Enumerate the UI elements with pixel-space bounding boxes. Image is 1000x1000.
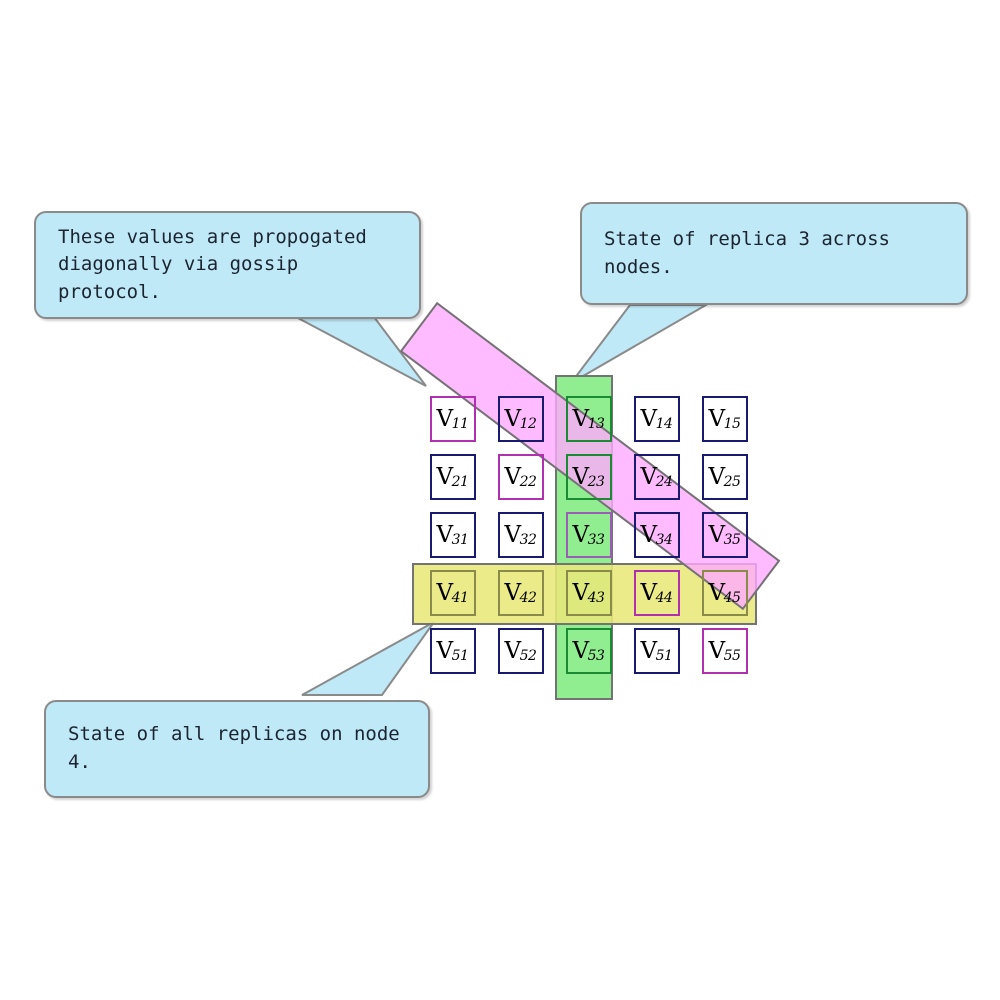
value-cell-subscript: 15: [723, 416, 741, 432]
value-cell-subscript: 31: [451, 532, 469, 548]
callout-node4-line1: State of all replicas on node 4.: [68, 723, 400, 773]
value-cell-label: V: [708, 579, 726, 606]
value-cell-subscript: 51: [655, 648, 673, 664]
value-cell-label: V: [572, 521, 590, 548]
value-cell-label: V: [708, 521, 726, 548]
value-cell-label: V: [640, 637, 658, 664]
callout-gossip-line2: diagonally via gossip protocol.: [58, 253, 299, 303]
value-cell-subscript: 45: [723, 590, 741, 606]
value-cell-subscript: 55: [723, 648, 741, 664]
value-cell-label: V: [572, 405, 590, 432]
value-cell-label: V: [708, 637, 726, 664]
value-cell-subscript: 33: [587, 532, 605, 548]
value-cell-subscript: 42: [519, 590, 537, 606]
callout-replica3-line1: State of replica 3 across nodes.: [604, 227, 890, 278]
value-cell-subscript: 35: [723, 532, 741, 548]
value-cell-label: V: [436, 521, 454, 548]
callout-replica3: State of replica 3 across nodes.: [580, 202, 968, 305]
value-cell-subscript: 25: [723, 474, 741, 490]
value-cell-subscript: 43: [587, 590, 605, 606]
value-cell-subscript: 32: [519, 532, 537, 548]
value-cell-label: V: [572, 637, 590, 664]
value-cell-subscript: 11: [451, 416, 469, 432]
value-cell-label: V: [504, 637, 522, 664]
value-cell-subscript: 53: [587, 648, 605, 664]
value-cell-subscript: 12: [519, 416, 537, 432]
value-cell-label: V: [572, 463, 590, 490]
value-cell-subscript: 34: [655, 532, 673, 548]
value-cell-label: V: [640, 463, 658, 490]
value-cell-label: V: [640, 521, 658, 548]
value-cell-subscript: 22: [519, 474, 537, 490]
value-cell-label: V: [640, 579, 658, 606]
value-cell-label: V: [436, 405, 454, 432]
value-cell-subscript: 44: [655, 590, 673, 606]
value-cell-label: V: [504, 579, 522, 606]
value-cell-subscript: 13: [587, 416, 605, 432]
value-cell-subscript: 14: [655, 416, 673, 432]
value-cell-subscript: 21: [451, 474, 469, 490]
value-cell-label: V: [708, 405, 726, 432]
value-cell-subscript: 52: [519, 648, 537, 664]
value-cell-label: V: [436, 637, 454, 664]
value-cell-label: V: [504, 463, 522, 490]
callout-gossip: These values are propogated diagonally v…: [34, 211, 421, 319]
callout-node4: State of all replicas on node 4.: [44, 700, 430, 798]
value-cell-subscript: 51: [451, 648, 469, 664]
callout-gossip-line1: These values are propogated: [58, 225, 367, 248]
value-cell-label: V: [436, 579, 454, 606]
value-cell-label: V: [436, 463, 454, 490]
value-cell-subscript: 41: [451, 590, 469, 606]
value-cell-subscript: 24: [655, 474, 673, 490]
value-cell-label: V: [708, 463, 726, 490]
value-cell-label: V: [504, 405, 522, 432]
value-cell-subscript: 23: [587, 474, 605, 490]
value-cell-label: V: [504, 521, 522, 548]
value-cell-label: V: [640, 405, 658, 432]
value-cell-label: V: [572, 579, 590, 606]
